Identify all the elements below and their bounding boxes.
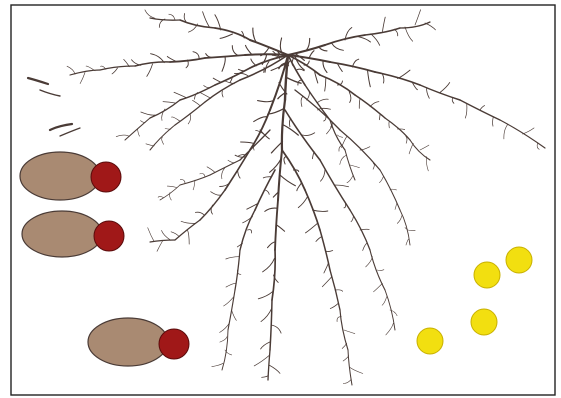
pellet-3-body	[88, 318, 168, 366]
granule-2	[506, 247, 532, 273]
pellet-3-cap	[159, 329, 189, 359]
pellet-1-body	[20, 152, 100, 200]
granule-3	[471, 309, 497, 335]
granule-1	[474, 262, 500, 288]
pellet-2-cap	[94, 221, 124, 251]
pellet-1-cap	[91, 162, 121, 192]
pellet-2-body	[22, 211, 102, 257]
granule-4	[417, 328, 443, 354]
